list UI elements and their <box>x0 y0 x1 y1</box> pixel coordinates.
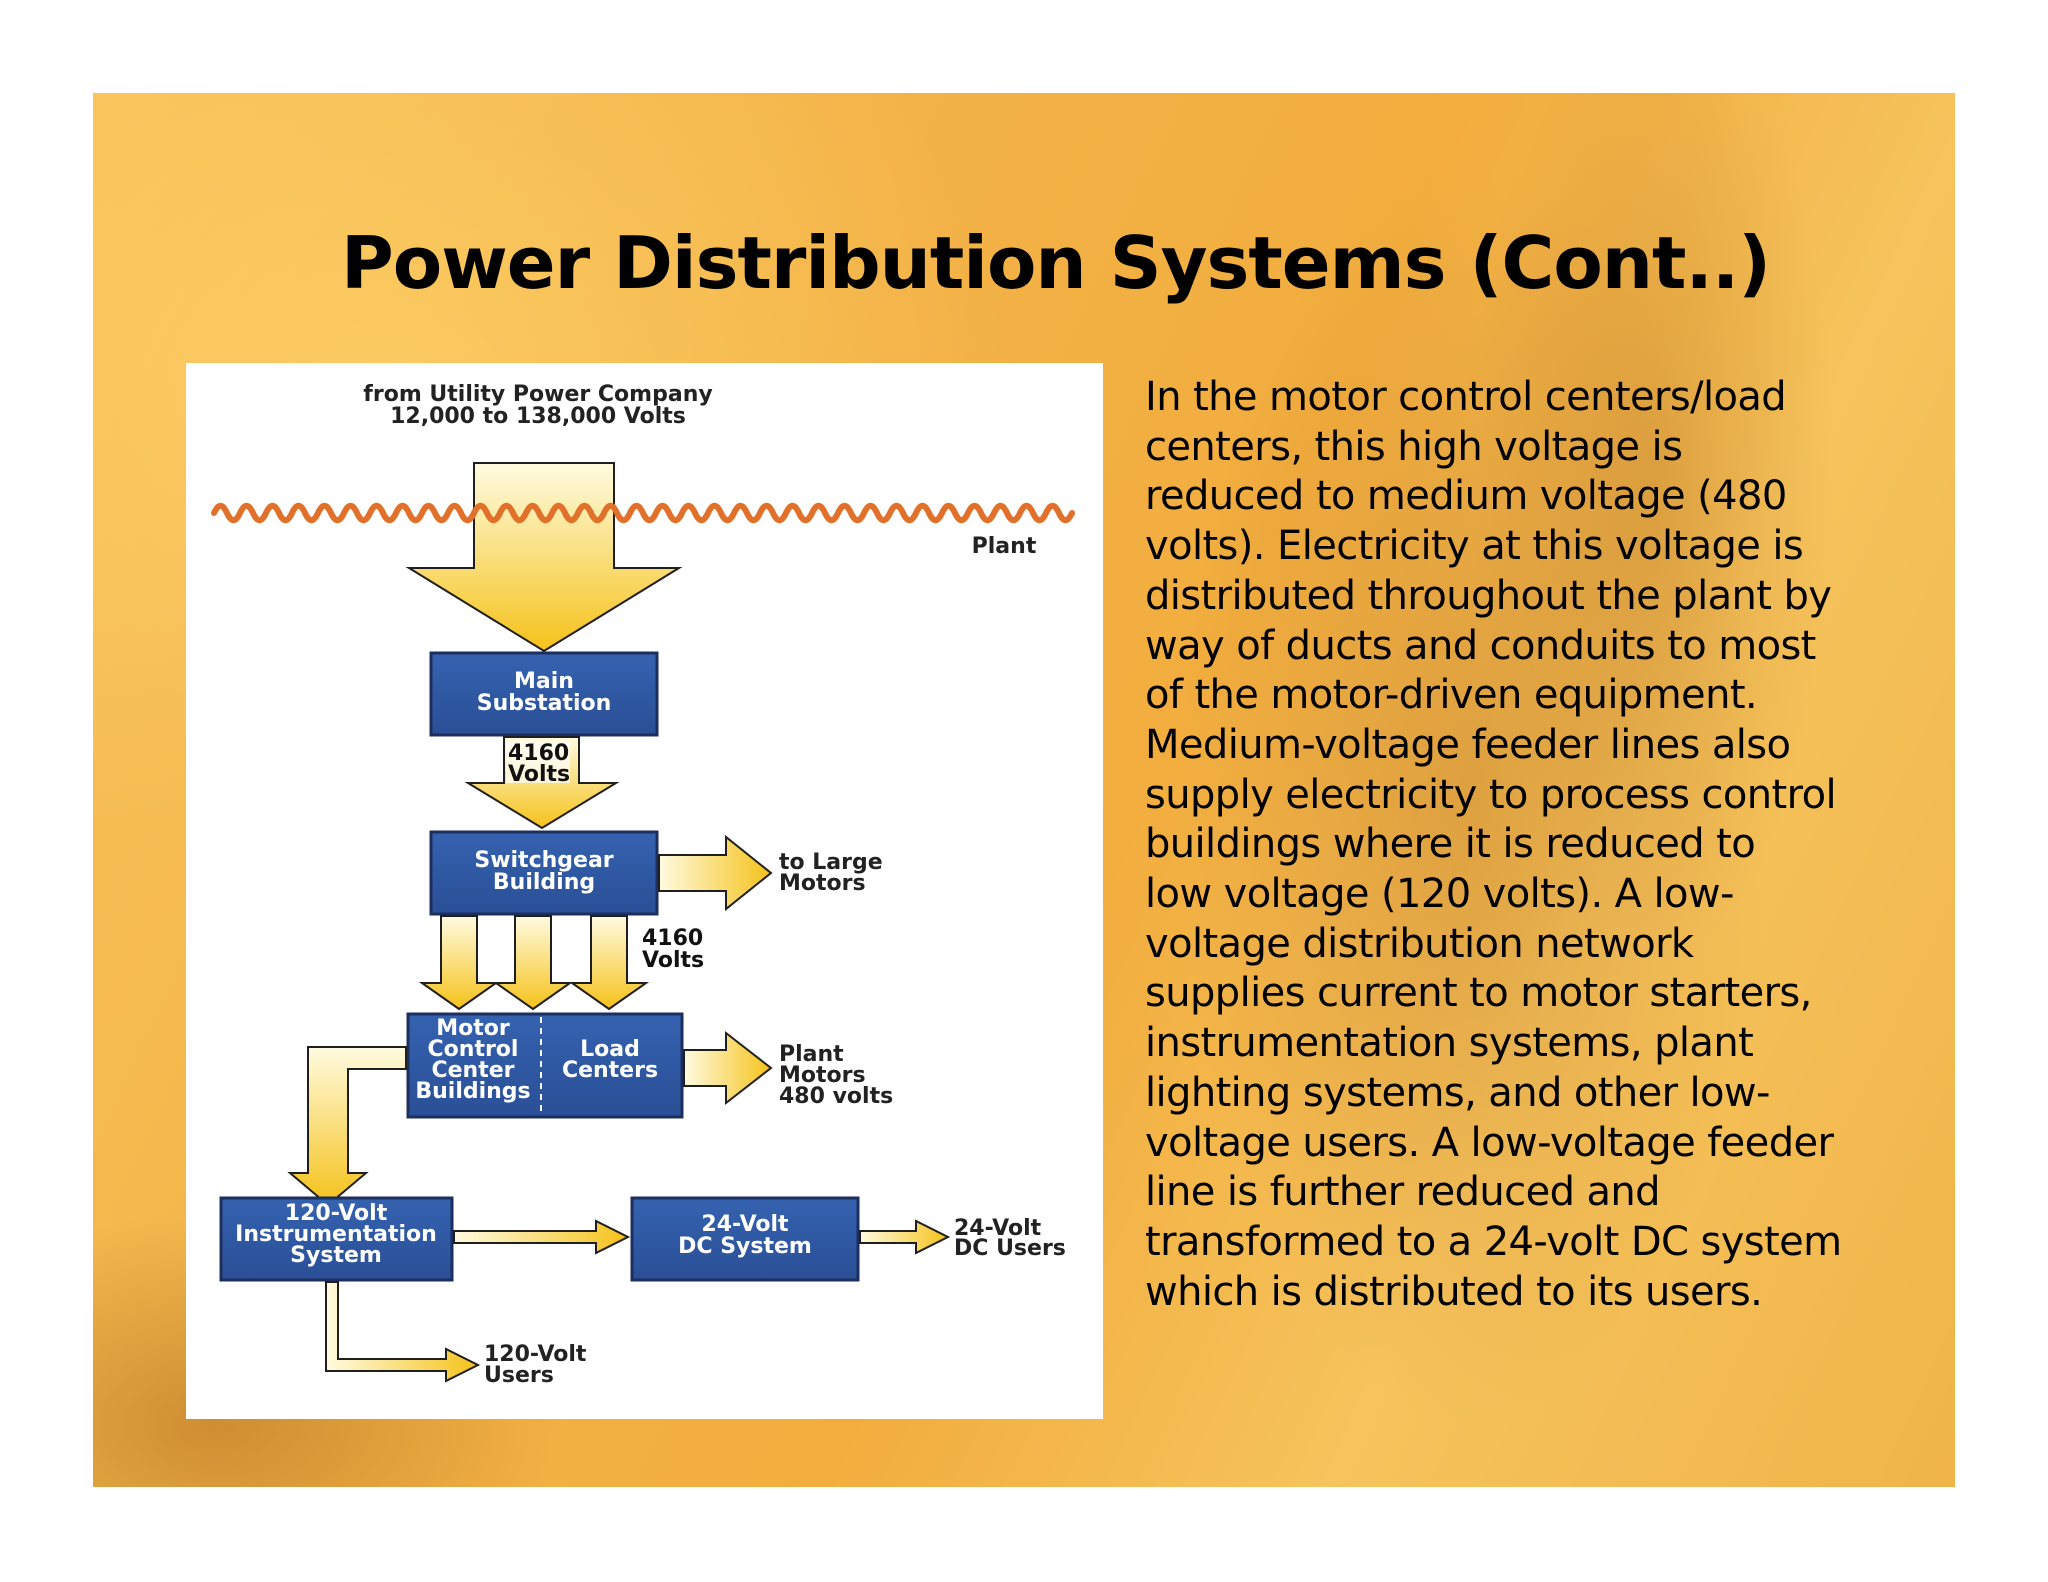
plant-motors-label-2: Motors <box>779 1063 866 1088</box>
body-text-line: supplies current to motor starters, <box>1145 970 1812 1017</box>
volts-4160-b-2: Volts <box>642 948 704 973</box>
diagram-svg: from Utility Power Company 12,000 to 138… <box>211 382 1075 1388</box>
feeder-arrow-1 <box>418 915 500 1011</box>
dc-system-box <box>630 1196 860 1282</box>
load-centers-label-2: Centers <box>562 1058 658 1083</box>
body-text-line: which is distributed to its users. <box>1145 1268 1763 1315</box>
instrumentation-label-3: System <box>290 1243 382 1268</box>
feeder-arrow-2 <box>492 915 574 1011</box>
to-dc-system-arrow <box>453 1219 631 1255</box>
mcc-label-4: Buildings <box>415 1079 530 1104</box>
body-text-line: instrumentation systems, plant <box>1145 1020 1754 1067</box>
load-centers-label-1: Load <box>580 1037 640 1062</box>
utility-input-arrow <box>405 462 683 653</box>
mcc-load-centers-box <box>406 1012 684 1119</box>
volts-4160-a-1: 4160 <box>508 741 569 766</box>
main-substation-label-2: Substation <box>477 691 612 716</box>
body-text-line: voltage distribution network <box>1145 920 1694 967</box>
users-120-label-1: 120-Volt <box>484 1342 587 1367</box>
body-text-line: reduced to medium voltage (480 <box>1145 473 1787 520</box>
switchgear-building-box <box>429 830 659 916</box>
source-label-line1: from Utility Power Company <box>363 382 712 407</box>
power-distribution-diagram: from Utility Power Company 12,000 to 138… <box>186 363 1103 1419</box>
volts-4160-b-1: 4160 <box>642 926 703 951</box>
body-text-line: low voltage (120 volts). A low- <box>1145 871 1734 918</box>
body-text-line: transformed to a 24-volt DC system <box>1145 1218 1842 1265</box>
mcc-label-1: Motor <box>436 1016 510 1041</box>
to-120v-users-arrow <box>325 1281 481 1383</box>
dc-users-label-1: 24-Volt <box>954 1216 1042 1241</box>
body-text-line: way of ducts and conduits to most <box>1145 622 1816 669</box>
body-text-line: volts). Electricity at this voltage is <box>1145 523 1804 570</box>
body-text-line: lighting systems, and other low- <box>1145 1069 1770 1116</box>
source-label-line2: 12,000 to 138,000 Volts <box>390 404 686 429</box>
body-text-line: supply electricity to process control <box>1145 771 1837 818</box>
dc-system-label-2: DC System <box>678 1234 812 1259</box>
to-plant-motors-arrow <box>683 1030 773 1106</box>
plant-boundary-wave <box>211 502 1075 524</box>
slide: Power Distribution Systems (Cont..) from… <box>93 93 1955 1487</box>
body-text-line: line is further reduced and <box>1145 1169 1661 1216</box>
to-large-motors-label-2: Motors <box>779 871 866 896</box>
to-large-motors-arrow <box>658 834 773 912</box>
mcc-to-instrumentation-arrow <box>287 1046 407 1207</box>
plant-label: Plant <box>972 534 1037 559</box>
plant-motors-label-3: 480 volts <box>779 1084 893 1109</box>
switchgear-label-1: Switchgear <box>474 848 613 873</box>
main-substation-box <box>429 651 659 737</box>
instrumentation-label-2: Instrumentation <box>235 1222 437 1247</box>
body-text-line: In the motor control centers/load <box>1145 374 1787 420</box>
dc-system-label-1: 24-Volt <box>701 1212 789 1237</box>
body-text-line: buildings where it is reduced to <box>1145 821 1756 868</box>
plant-motors-label-1: Plant <box>779 1042 844 1067</box>
body-text-line: Medium-voltage feeder lines also <box>1145 721 1791 768</box>
body-text-line: voltage users. A low-voltage feeder <box>1145 1119 1834 1166</box>
to-large-motors-label-1: to Large <box>779 850 883 875</box>
instrumentation-label-1: 120-Volt <box>285 1201 388 1226</box>
volts-4160-a-2: Volts <box>508 762 570 787</box>
to-dc-users-arrow <box>859 1219 951 1255</box>
dc-users-label-2: DC Users <box>954 1236 1066 1261</box>
users-120-label-2: Users <box>484 1363 554 1388</box>
main-substation-label-1: Main <box>514 669 574 694</box>
body-text-line: centers, this high voltage is <box>1145 423 1683 470</box>
volts-label-bg <box>506 741 570 783</box>
slide-title: Power Distribution Systems (Cont..) <box>341 221 1771 305</box>
body-text-line: distributed throughout the plant by <box>1145 572 1832 619</box>
mcc-label-2: Control <box>428 1037 519 1062</box>
mcc-label-3: Center <box>431 1058 514 1083</box>
switchgear-label-2: Building <box>493 870 595 895</box>
feeder-arrow-3 <box>568 915 650 1011</box>
body-text-line: of the motor-driven equipment. <box>1145 672 1758 719</box>
instrumentation-system-box <box>219 1196 454 1282</box>
